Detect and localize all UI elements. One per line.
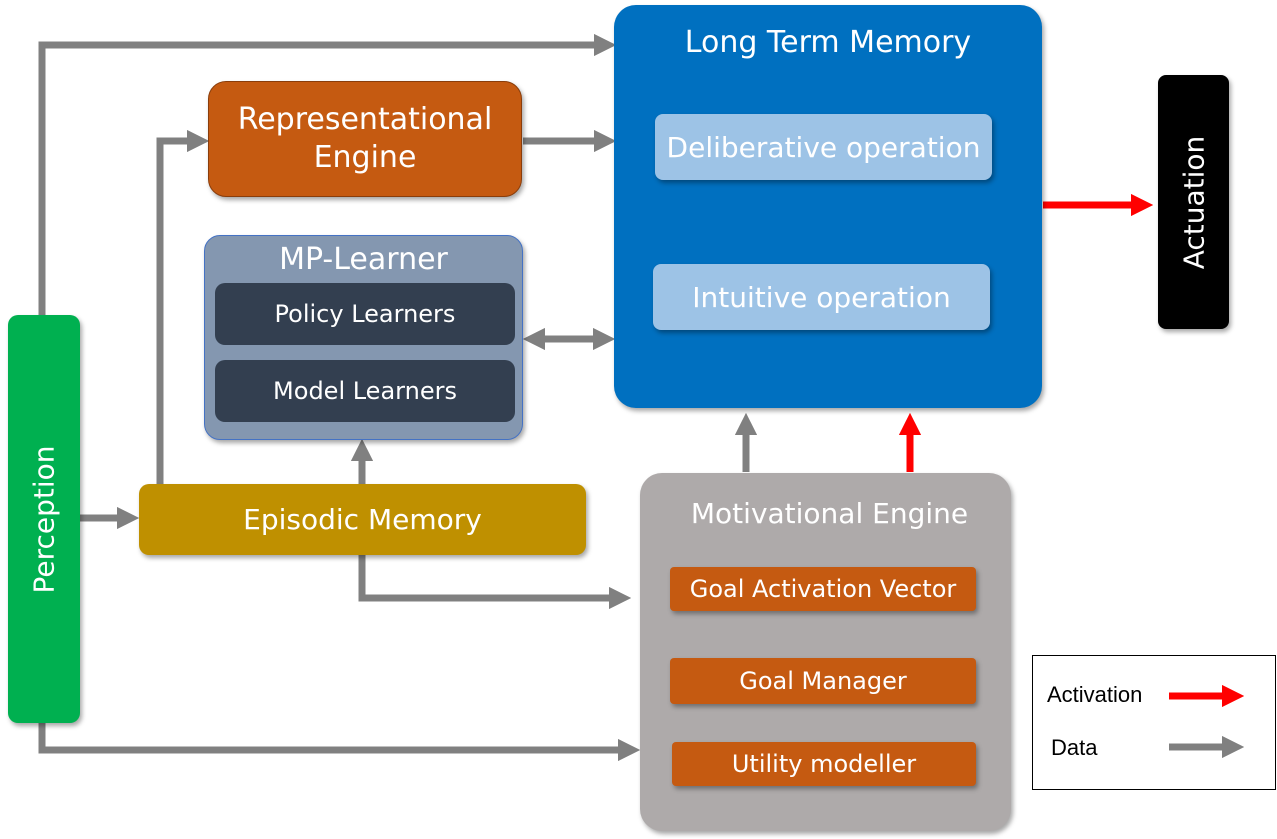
deliberative-operation-label: Deliberative operation bbox=[666, 130, 981, 164]
deliberative-operation-box: Deliberative operation bbox=[655, 114, 992, 180]
legend-data-label: Data bbox=[1051, 735, 1098, 760]
arrow-perception-to-ltm bbox=[38, 33, 617, 318]
arrow-episodic-to-motivational bbox=[358, 555, 632, 610]
mp-learner-title: MP-Learner bbox=[279, 242, 448, 277]
policy-learners-label: Policy Learners bbox=[274, 300, 456, 328]
model-learners-box: Model Learners bbox=[215, 360, 515, 422]
motivational-engine-title: Motivational Engine bbox=[690, 497, 969, 530]
actuation-label: Actuation bbox=[1177, 135, 1211, 269]
utility-modeller-label: Utility modeller bbox=[731, 750, 917, 778]
mp-learner-box: MP-Learner Policy Learners Model Learner… bbox=[204, 235, 523, 440]
arrow-episodic-to-representational bbox=[156, 129, 210, 487]
representational-engine-label-line2: Engine bbox=[313, 140, 417, 175]
goal-manager-label: Goal Manager bbox=[739, 667, 907, 695]
long-term-memory-box: Long Term Memory Deliberative operation … bbox=[614, 5, 1042, 408]
legend-arrows bbox=[1169, 684, 1245, 759]
legend: Activation Data bbox=[1032, 655, 1276, 790]
goal-activation-vector-label: Goal Activation Vector bbox=[689, 575, 957, 603]
intuitive-operation-box: Intuitive operation bbox=[653, 264, 990, 330]
legend-activation-label: Activation bbox=[1047, 682, 1143, 707]
representational-engine-label-line1: Representational bbox=[237, 102, 493, 137]
episodic-memory-box: Episodic Memory bbox=[139, 484, 586, 555]
model-learners-label: Model Learners bbox=[273, 377, 457, 405]
motivational-engine-box: Motivational Engine Goal Activation Vect… bbox=[640, 473, 1011, 831]
goal-manager-box: Goal Manager bbox=[670, 658, 976, 704]
actuation-box: Actuation bbox=[1158, 75, 1229, 329]
arrow-perception-to-motivational bbox=[38, 722, 641, 762]
perception-box: Perception bbox=[8, 315, 80, 723]
representational-engine-box: Representational Engine bbox=[208, 81, 522, 197]
goal-activation-vector-box: Goal Activation Vector bbox=[670, 567, 976, 611]
intuitive-operation-label: Intuitive operation bbox=[692, 280, 951, 314]
perception-label: Perception bbox=[27, 444, 61, 594]
long-term-memory-title: Long Term Memory bbox=[684, 25, 972, 60]
episodic-memory-label: Episodic Memory bbox=[243, 503, 482, 536]
utility-modeller-box: Utility modeller bbox=[672, 742, 976, 786]
policy-learners-box: Policy Learners bbox=[215, 283, 515, 345]
